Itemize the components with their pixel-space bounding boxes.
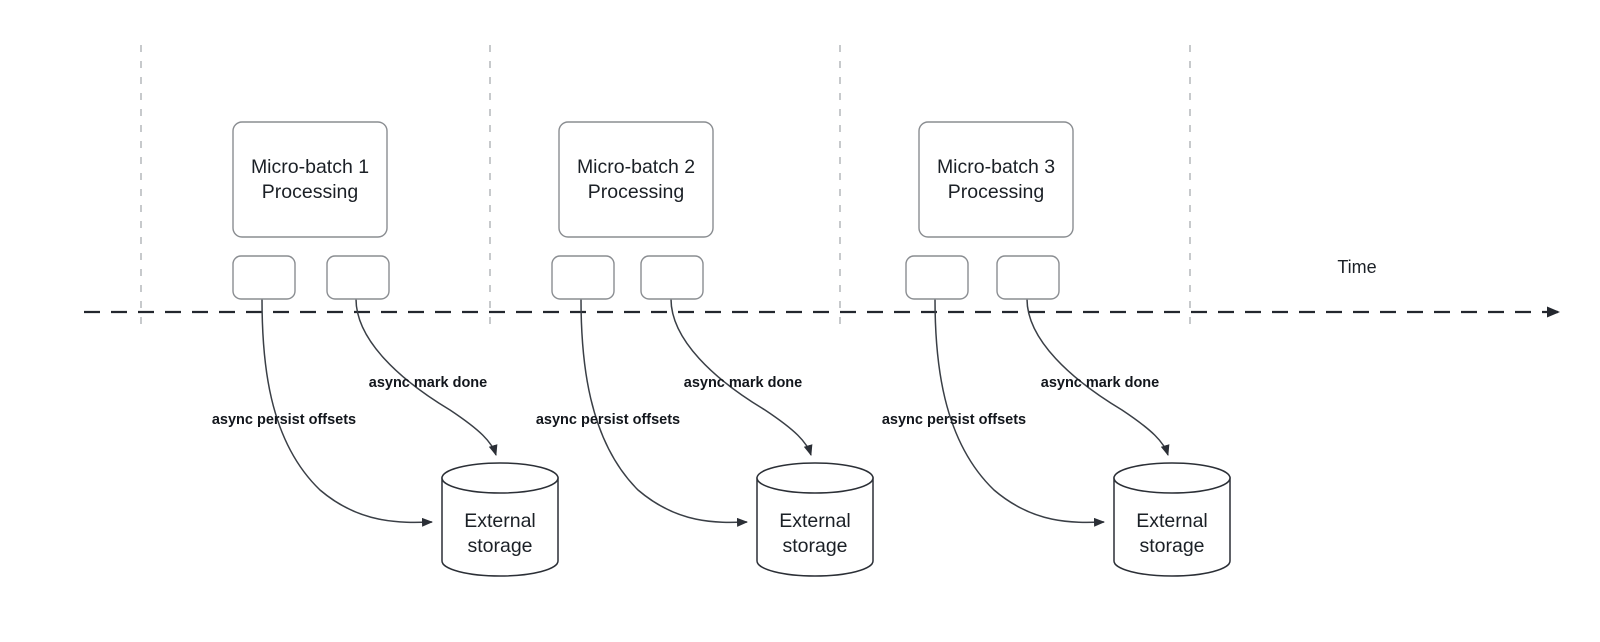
external-storage-subtitle: storage bbox=[1139, 535, 1204, 557]
external-storage-cylinder-body[interactable] bbox=[756, 477, 874, 577]
external-storage-cylinder-top bbox=[441, 462, 559, 494]
external-storage-cylinder-body[interactable] bbox=[1113, 477, 1231, 577]
external-storage-cylinder-body[interactable] bbox=[441, 477, 559, 577]
micro-batch-title: Micro-batch 1 bbox=[251, 156, 369, 178]
timeline-label: Time bbox=[1337, 257, 1376, 277]
external-storage-title: External bbox=[464, 510, 536, 532]
micro-batch-subtitle: Processing bbox=[948, 181, 1044, 203]
async-mark-done-edge bbox=[1026, 298, 1170, 456]
micro-batch-group: async persist offsets async mark done Micr… bbox=[882, 121, 1231, 577]
async-persist-offsets-edge bbox=[580, 298, 748, 527]
task-box-right[interactable] bbox=[996, 255, 1060, 300]
task-box-left[interactable] bbox=[232, 255, 296, 300]
micro-batch-subtitle: Processing bbox=[588, 181, 684, 203]
task-box-right[interactable] bbox=[640, 255, 704, 300]
micro-batch-group: async persist offsets async mark done Micr… bbox=[212, 121, 559, 577]
task-box-left[interactable] bbox=[905, 255, 969, 300]
async-persist-offsets-edge bbox=[934, 298, 1105, 527]
external-storage-cylinder-top bbox=[1113, 462, 1231, 494]
micro-batch-subtitle: Processing bbox=[262, 181, 358, 203]
async-mark-done-edge bbox=[670, 298, 813, 456]
async-mark-done-edge-label: async mark done bbox=[1041, 375, 1159, 391]
external-storage-subtitle: storage bbox=[782, 535, 847, 557]
async-persist-offsets-edge-label: async persist offsets bbox=[882, 412, 1026, 428]
async-persist-offsets-edge-label: async persist offsets bbox=[536, 412, 680, 428]
async-mark-done-edge bbox=[355, 298, 498, 456]
async-mark-done-edge-label: async mark done bbox=[684, 375, 802, 391]
task-box-left[interactable] bbox=[551, 255, 615, 300]
timeline-group: Time bbox=[84, 257, 1560, 318]
external-storage-cylinder-top bbox=[756, 462, 874, 494]
micro-batch-box[interactable] bbox=[558, 121, 714, 238]
external-storage-title: External bbox=[779, 510, 851, 532]
micro-batch-title: Micro-batch 2 bbox=[577, 156, 695, 178]
micro-batch-title: Micro-batch 3 bbox=[937, 156, 1055, 178]
micro-batch-box[interactable] bbox=[232, 121, 388, 238]
async-persist-offsets-edge-label: async persist offsets bbox=[212, 412, 356, 428]
task-box-right[interactable] bbox=[326, 255, 390, 300]
async-mark-done-edge-label: async mark done bbox=[369, 375, 487, 391]
micro-batch-group: async persist offsets async mark done Micr… bbox=[536, 121, 874, 577]
external-storage-title: External bbox=[1136, 510, 1208, 532]
external-storage-subtitle: storage bbox=[467, 535, 532, 557]
micro-batch-groups: async persist offsets async mark done Micr… bbox=[212, 121, 1231, 577]
micro-batch-box[interactable] bbox=[918, 121, 1074, 238]
async-persist-offsets-edge bbox=[261, 298, 433, 527]
